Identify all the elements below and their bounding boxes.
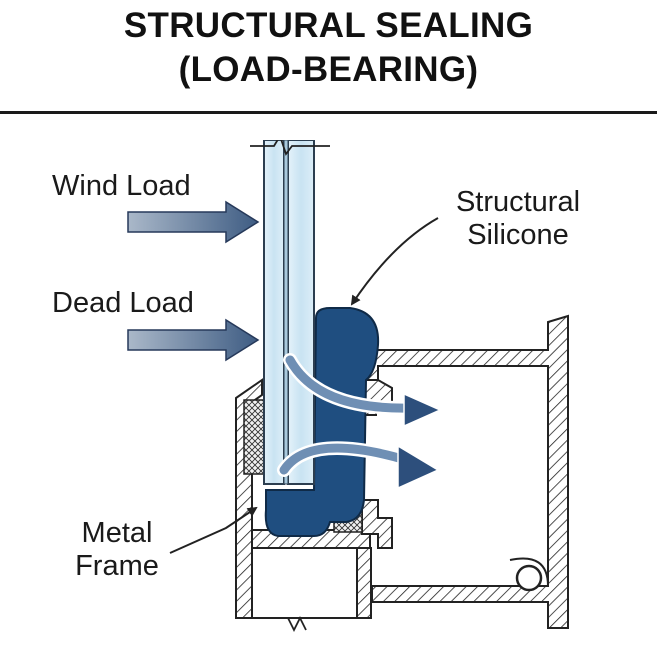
title-divider [0, 111, 657, 114]
dead-load-arrow [127, 318, 260, 362]
metal-frame-label-line-2: Frame [75, 550, 159, 582]
glass-unit [250, 130, 330, 485]
page-title-line-1: STRUCTURAL SEALING [123, 6, 534, 45]
silicone-bead [264, 307, 380, 537]
title-block: STRUCTURAL SEALING (LOAD-BEARING) [0, 0, 657, 112]
spacer-block [243, 399, 265, 475]
metal-frame [235, 314, 569, 633]
page-title-line-2: (LOAD-BEARING) [178, 50, 479, 89]
load-transfer-arrows [277, 353, 442, 490]
structural-silicone-label-line-1: Structural [455, 186, 581, 218]
frame-leader [169, 506, 258, 554]
dead-load-label: Dead Load [52, 287, 194, 319]
wind-load-arrow [127, 200, 260, 244]
silicone-leader [350, 217, 439, 306]
wind-load-label: Wind Load [52, 170, 191, 202]
structural-silicone-label-line-2: Silicone [467, 219, 569, 251]
metal-frame-label-line-1: Metal [81, 517, 153, 549]
structural-silicone-label: Structural Silicone [438, 186, 598, 252]
metal-frame-label: Metal Frame [64, 517, 170, 583]
